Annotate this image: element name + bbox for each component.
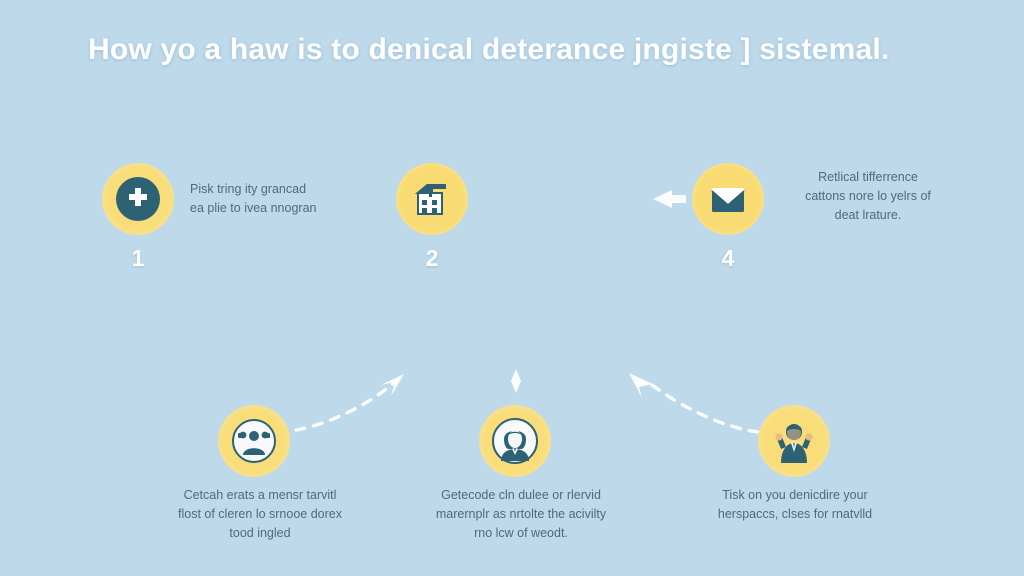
step-4-number: 4 — [721, 245, 735, 271]
step-1-number: 1 — [131, 245, 145, 271]
house-icon — [415, 184, 446, 215]
step-1-node[interactable] — [102, 163, 174, 235]
person-avatar-icon — [501, 430, 529, 461]
step-2-number: 2 — [425, 245, 439, 271]
bottom-item-2-text: Getecode cln dulee or rlervid marernplr … — [435, 488, 607, 540]
user-group-icon — [238, 431, 270, 455]
step-2-node[interactable] — [396, 163, 468, 235]
bottom-item-3-text: Tisk on you denicdire your herspaccs, cl… — [717, 488, 873, 521]
step-4-text: Retlical tifferrence cattons nore lo yel… — [805, 170, 931, 222]
bottom-item-1-node[interactable] — [218, 405, 290, 477]
person-raised-hands-icon — [775, 424, 813, 463]
arrow-left-to-step4 — [653, 190, 686, 208]
step-4-node[interactable] — [692, 163, 764, 235]
dashed-arrow-bottom-right-up — [629, 373, 760, 434]
dashed-arrow-bottom-left-up — [294, 374, 404, 432]
medical-cross-icon — [129, 188, 147, 206]
envelope-icon — [711, 188, 745, 212]
page-title: How yo a haw is to denical deterance jng… — [88, 33, 890, 66]
step-1-text: Pisk tring ity grancad ea plie to ivea n… — [190, 182, 317, 215]
bottom-item-2-node[interactable] — [479, 405, 551, 477]
bottom-item-1-text: Cetcah erats a mensr tarvitl flost of cl… — [178, 488, 342, 540]
bottom-item-3-halo — [758, 405, 830, 477]
diamond-marker-center — [511, 369, 521, 393]
bottom-item-3-node[interactable] — [758, 405, 830, 477]
